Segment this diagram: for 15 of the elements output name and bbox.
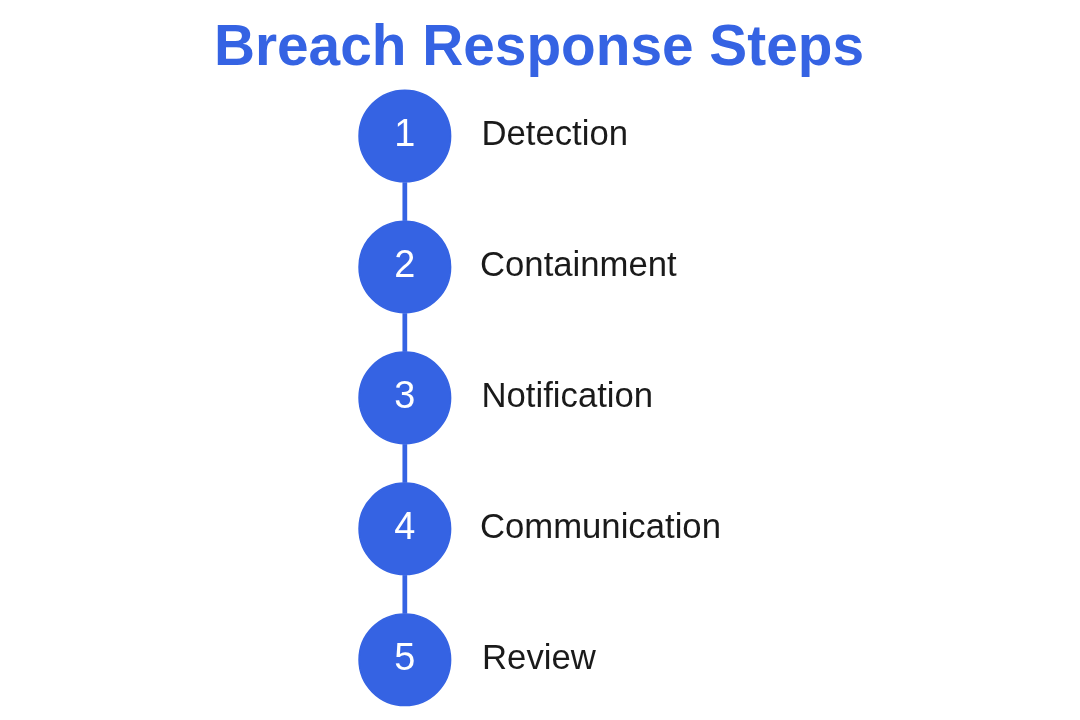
connector xyxy=(401,575,407,614)
node-label: Containment xyxy=(479,244,677,283)
connector xyxy=(401,313,407,352)
node-circle: 2 xyxy=(357,220,451,314)
node-circle: 3 xyxy=(357,351,451,445)
connector xyxy=(401,182,407,221)
node-label: Notification xyxy=(481,375,653,414)
diagram-title: Breach Response Steps xyxy=(213,13,864,77)
node-circle: 4 xyxy=(357,482,451,576)
node-label: Communication xyxy=(479,506,721,545)
node-circle: 5 xyxy=(357,613,451,707)
connector xyxy=(401,444,407,483)
node-circle: 1 xyxy=(357,89,451,183)
node-label: Review xyxy=(481,637,596,676)
node-label: Detection xyxy=(480,113,628,152)
